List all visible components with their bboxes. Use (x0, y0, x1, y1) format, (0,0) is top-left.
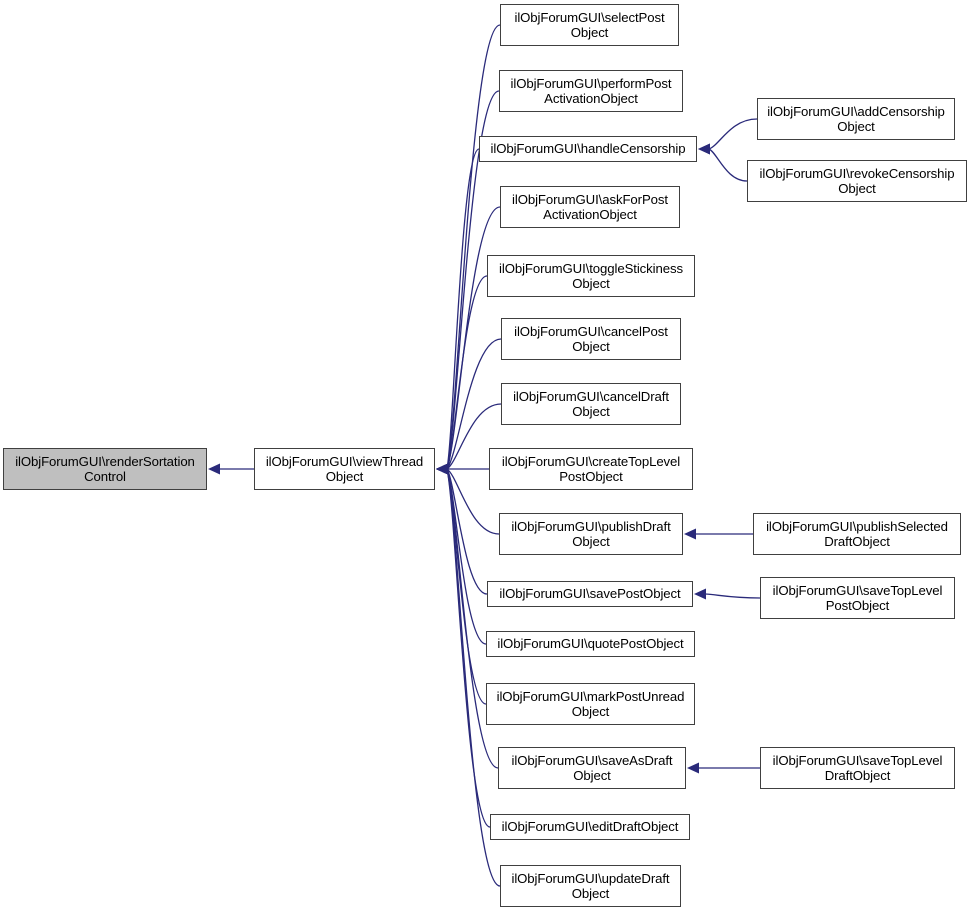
graph-node-label: ilObjForumGUI\cancelDraft Object (513, 388, 669, 420)
graph-node-createTopLevelPostObject[interactable]: ilObjForumGUI\createTopLevel PostObject (489, 448, 693, 490)
graph-node-label: ilObjForumGUI\createTopLevel PostObject (501, 453, 681, 485)
graph-node-saveTopLevelDraftObject[interactable]: ilObjForumGUI\saveTopLevel DraftObject (760, 747, 955, 789)
edge-addCensorshipObject-to-handleCensorship (708, 118, 758, 150)
graph-node-quotePostObject[interactable]: ilObjForumGUI\quotePostObject (486, 631, 695, 657)
graph-node-saveAsDraftObject[interactable]: ilObjForumGUI\saveAsDraft Object (498, 747, 686, 789)
graph-node-label: ilObjForumGUI\markPostUnread Object (496, 688, 685, 720)
graph-node-updateDraftObject[interactable]: ilObjForumGUI\updateDraft Object (500, 865, 681, 907)
edge-arrowhead (436, 463, 448, 475)
graph-node-label: ilObjForumGUI\revokeCensorship Object (759, 165, 955, 197)
edge-arrowhead (694, 588, 706, 600)
graph-node-label: ilObjForumGUI\viewThread Object (265, 453, 424, 485)
edge-editDraftObject-to-viewThreadObject (446, 468, 491, 828)
graph-node-toggleStickinessObject[interactable]: ilObjForumGUI\toggleStickiness Object (487, 255, 695, 297)
graph-node-label: ilObjForumGUI\saveTopLevel DraftObject (772, 752, 943, 784)
edge-arrowhead (436, 463, 448, 475)
graph-node-saveTopLevelPostObject[interactable]: ilObjForumGUI\saveTopLevel PostObject (760, 577, 955, 619)
graph-node-cancelPostObject[interactable]: ilObjForumGUI\cancelPost Object (501, 318, 681, 360)
graph-node-label: ilObjForumGUI\updateDraft Object (511, 870, 670, 902)
edge-markPostUnreadObject-to-viewThreadObject (446, 468, 487, 705)
edge-askForPostActivationObject-to-viewThreadObject (446, 206, 501, 470)
edge-selectPostObject-to-viewThreadObject (446, 24, 501, 470)
edge-arrowhead (684, 528, 696, 540)
graph-node-publishSelectedDraftObject[interactable]: ilObjForumGUI\publishSelected DraftObjec… (753, 513, 961, 555)
edge-quotePostObject-to-viewThreadObject (446, 468, 487, 645)
edge-arrowhead (436, 463, 448, 475)
edge-arrowhead (208, 463, 220, 475)
edge-arrowhead (436, 463, 448, 475)
graph-node-selectPostObject[interactable]: ilObjForumGUI\selectPost Object (500, 4, 679, 46)
edge-arrowhead (436, 463, 448, 475)
edge-savePostObject-to-viewThreadObject (446, 468, 488, 595)
graph-node-label: ilObjForumGUI\quotePostObject (497, 636, 684, 652)
edge-arrowhead (436, 463, 448, 475)
edge-arrowhead (436, 463, 448, 475)
graph-node-label: ilObjForumGUI\publishDraft Object (511, 518, 671, 550)
edge-toggleStickinessObject-to-viewThreadObject (446, 275, 488, 470)
edge-arrowhead (698, 143, 710, 155)
graph-node-performPostActivationObject[interactable]: ilObjForumGUI\performPost ActivationObje… (499, 70, 683, 112)
graph-node-publishDraftObject[interactable]: ilObjForumGUI\publishDraft Object (499, 513, 683, 555)
graph-node-askForPostActivationObject[interactable]: ilObjForumGUI\askForPost ActivationObjec… (500, 186, 680, 228)
graph-node-viewThreadObject[interactable]: ilObjForumGUI\viewThread Object (254, 448, 435, 490)
graph-node-handleCensorship[interactable]: ilObjForumGUI\handleCensorship (479, 136, 697, 162)
edge-arrowhead (698, 143, 710, 155)
graph-node-savePostObject[interactable]: ilObjForumGUI\savePostObject (487, 581, 693, 607)
graph-node-label: ilObjForumGUI\publishSelected DraftObjec… (766, 518, 948, 550)
graph-node-addCensorshipObject[interactable]: ilObjForumGUI\addCensorship Object (757, 98, 955, 140)
edge-arrowhead (687, 762, 699, 774)
edge-arrowhead (436, 463, 448, 475)
graph-node-label: ilObjForumGUI\askForPost ActivationObjec… (512, 191, 668, 223)
graph-node-renderSortationControl[interactable]: ilObjForumGUI\renderSortation Control (3, 448, 207, 490)
edge-arrowhead (436, 463, 448, 475)
edge-arrowhead (436, 463, 448, 475)
graph-node-label: ilObjForumGUI\cancelPost Object (514, 323, 668, 355)
graph-node-markPostUnreadObject[interactable]: ilObjForumGUI\markPostUnread Object (486, 683, 695, 725)
edge-arrowhead (436, 463, 448, 475)
edge-revokeCensorshipObject-to-handleCensorship (708, 148, 748, 182)
graph-node-label: ilObjForumGUI\savePostObject (499, 586, 681, 602)
edge-arrowhead (436, 463, 448, 475)
graph-node-label: ilObjForumGUI\selectPost Object (514, 9, 665, 41)
graph-node-cancelDraftObject[interactable]: ilObjForumGUI\cancelDraft Object (501, 383, 681, 425)
edge-arrowhead (436, 463, 448, 475)
graph-node-editDraftObject[interactable]: ilObjForumGUI\editDraftObject (490, 814, 690, 840)
graph-node-label: ilObjForumGUI\renderSortation Control (15, 453, 195, 485)
edge-arrowhead (436, 463, 448, 475)
edge-saveTopLevelPostObject-to-savePostObject (704, 593, 761, 599)
graph-node-label: ilObjForumGUI\toggleStickiness Object (499, 260, 683, 292)
graph-node-label: ilObjForumGUI\saveTopLevel PostObject (772, 582, 943, 614)
graph-node-revokeCensorshipObject[interactable]: ilObjForumGUI\revokeCensorship Object (747, 160, 967, 202)
graph-node-label: ilObjForumGUI\editDraftObject (501, 819, 679, 835)
edge-arrowhead (436, 463, 448, 475)
graph-node-label: ilObjForumGUI\performPost ActivationObje… (510, 75, 672, 107)
graph-node-label: ilObjForumGUI\saveAsDraft Object (511, 752, 673, 784)
graph-node-label: ilObjForumGUI\handleCensorship (490, 141, 686, 157)
graph-node-label: ilObjForumGUI\addCensorship Object (767, 103, 945, 135)
edge-handleCensorship-to-viewThreadObject (446, 148, 480, 470)
